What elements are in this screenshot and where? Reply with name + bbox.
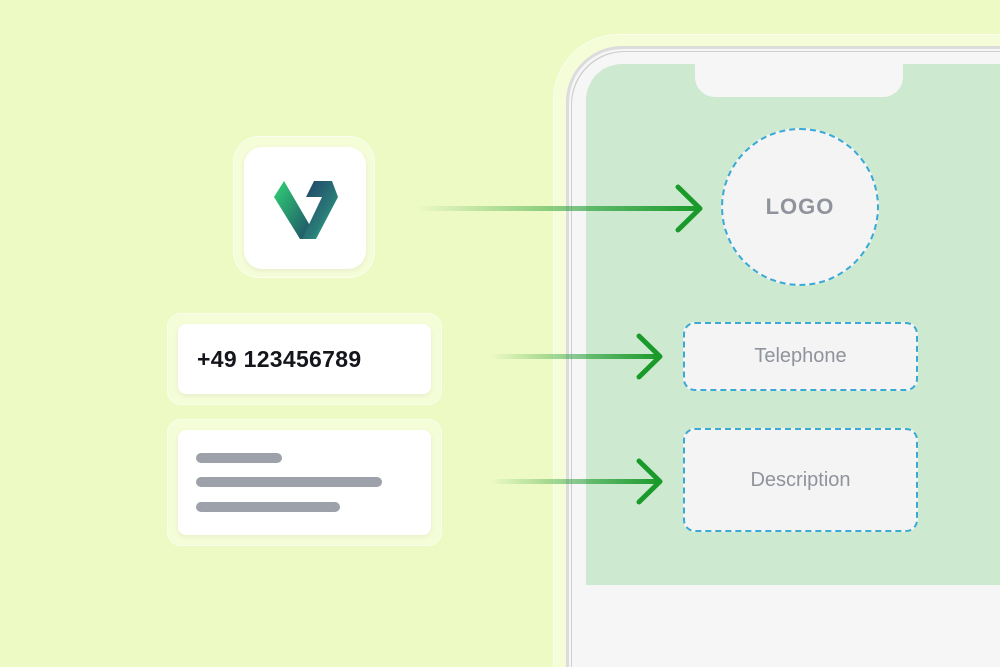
telephone-placeholder: Telephone bbox=[683, 322, 918, 391]
logo-card bbox=[244, 147, 366, 269]
telephone-value: +49 123456789 bbox=[197, 345, 362, 372]
brand-v-logo-icon bbox=[274, 181, 338, 239]
description-placeholder: Description bbox=[683, 428, 918, 532]
arrow-description-icon bbox=[490, 458, 663, 505]
phone-notch bbox=[695, 60, 903, 97]
text-line bbox=[196, 502, 340, 512]
telephone-card: +49 123456789 bbox=[178, 324, 431, 394]
description-card bbox=[178, 430, 431, 535]
text-line bbox=[196, 453, 282, 463]
arrow-logo-icon bbox=[415, 184, 703, 233]
logo-placeholder: LOGO bbox=[721, 128, 879, 286]
arrow-telephone-icon bbox=[490, 333, 663, 380]
text-line bbox=[196, 477, 382, 487]
